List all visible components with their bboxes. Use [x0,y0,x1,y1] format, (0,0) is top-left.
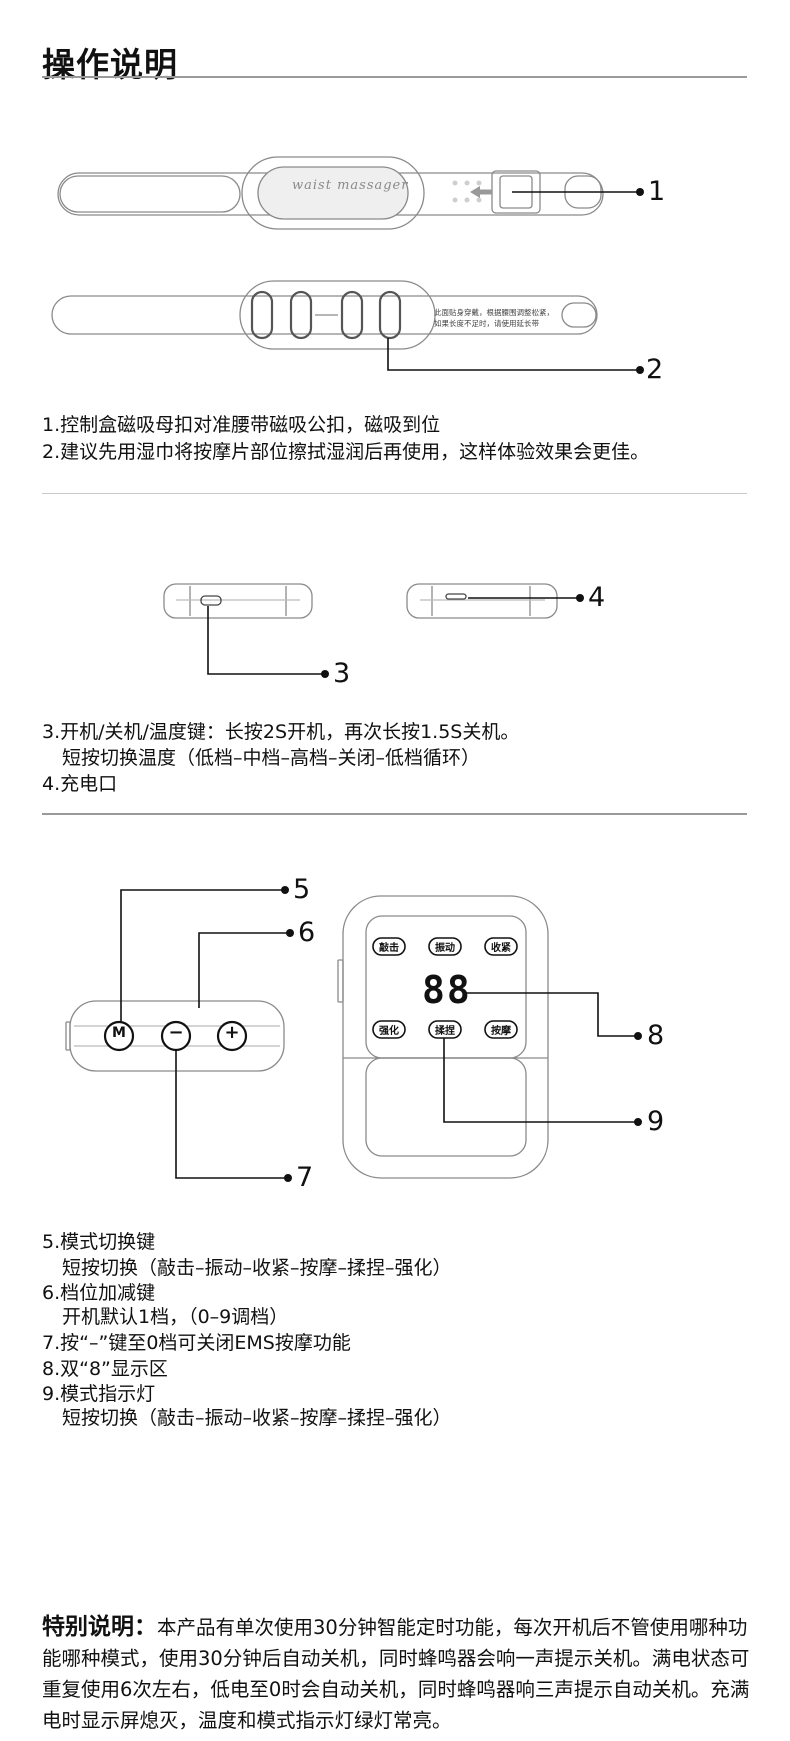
plus-key-icon: + [224,1022,240,1043]
belt-back-pad [239,280,436,350]
belt-back-note: 此面贴身穿戴，根据腰围调整松紧， 如果长度不足时，请使用延长带 [434,307,554,329]
plus-key-circle [216,1020,248,1052]
belt-back-strap [51,295,598,335]
page-title: 操作说明 [42,45,178,84]
special-note: 特别说明：本产品有单次使用30分钟智能定时功能，每次开机后不管使用哪种功能哪种模… [42,1612,750,1736]
instruction-6: 6.档位加减键 [42,1282,156,1304]
callout-9: 9 [647,1106,665,1137]
instruction-5: 5.模式切换键 [42,1231,156,1253]
mode-key-circle [103,1020,135,1052]
instruction-9-detail: 短按切换（敲击–振动–收紧–按摩–揉捏–强化） [62,1407,452,1429]
box-front-view [342,895,549,1179]
instruction-1: 1.控制盒磁吸母扣对准腰带磁吸公扣，磁吸到位 [42,414,441,436]
belt-back-note-line1: 此面贴身穿戴，根据腰围调整松紧， [434,308,554,317]
box-side-right [406,583,558,619]
instruction-4: 4.充电口 [42,773,118,795]
belt-back-note-line2: 如果长度不足时，请使用延长带 [434,319,539,328]
digit-display: 88 [422,968,472,1012]
mode-key-icon: M [112,1025,126,1041]
mode-label-massage: 按摩 [491,1026,511,1037]
callout-5: 5 [293,874,311,905]
mode-label-vibrate: 振动 [435,943,455,954]
callout-3: 3 [333,658,351,689]
box-side-left [163,583,313,619]
instruction-5-detail: 短按切换（敲击–振动–收紧–按摩–揉捏–强化） [62,1257,452,1279]
instruction-2: 2.建议先用湿巾将按摩片部位擦拭湿润后再使用，这样体验效果会更佳。 [42,441,650,463]
minus-key-icon: − [168,1022,184,1043]
callout-4: 4 [588,582,606,613]
belt-front-pad [241,156,425,230]
section-divider-1 [42,493,747,494]
title-divider [42,76,747,78]
instruction-7: 7.按“–”键至0档可关闭EMS按摩功能 [42,1332,351,1354]
instruction-8: 8.双“8”显示区 [42,1358,168,1380]
charging-port [445,593,467,600]
mode-label-tighten: 收紧 [491,943,511,954]
control-box-front-diagram [65,886,642,1182]
mode-label-knock: 敲击 [379,943,399,954]
mode-label-knead: 揉捏 [435,1026,455,1037]
mode-label-strengthen: 强化 [379,1026,399,1037]
belt-diagram [51,156,644,374]
instruction-9: 9.模式指示灯 [42,1383,156,1405]
belt-logo: waist massager [292,178,409,193]
power-temp-key [200,595,222,606]
callout-2: 2 [646,354,664,385]
special-note-label: 特别说明： [42,1614,157,1640]
control-box-side-diagram [163,583,584,678]
section-divider-2 [42,813,747,815]
callout-1: 1 [648,176,666,207]
instruction-3-detail: 短按切换温度（低档–中档–高档–关闭–低档循环） [62,747,481,769]
instruction-3: 3.开机/关机/温度键：长按2S开机，再次长按1.5S关机。 [42,721,520,743]
callout-8: 8 [647,1020,665,1051]
special-note-text: 本产品有单次使用30分钟智能定时功能，每次开机后不管使用哪种功能哪种模式，使用3… [42,1616,750,1732]
callout-6: 6 [298,917,316,948]
instruction-6-detail: 开机默认1档，（0–9调档） [62,1306,289,1328]
callout-7: 7 [296,1162,314,1193]
